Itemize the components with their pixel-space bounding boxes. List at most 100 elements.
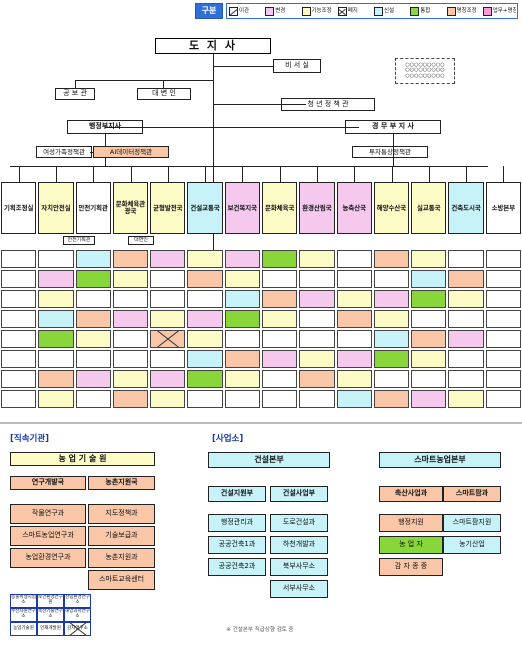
bottom-grid-cell: 해양과학연구소 [64, 608, 91, 622]
division-cell [262, 310, 298, 328]
division-cell [38, 370, 74, 388]
bureau-box: 실교통국 [411, 182, 447, 234]
division-cell [1, 270, 37, 288]
legend-swatch [410, 7, 420, 16]
division-cell [75, 290, 111, 308]
biz-left-item: 공공건축1과 [208, 536, 266, 554]
division-cell [411, 390, 447, 408]
division-cell [373, 370, 410, 388]
vice-econ-box: 경 무 부 지 사 [345, 120, 441, 134]
legend-label: 통합 [420, 7, 431, 14]
bureau-box: 농축산국 [336, 182, 372, 234]
division-cell [373, 270, 410, 288]
division-cell [411, 270, 447, 288]
division-cell [75, 390, 111, 408]
division-cell [1, 330, 37, 348]
division-cell [224, 290, 260, 308]
bureau-box: 건설교통국 [187, 182, 223, 234]
division-cell [224, 310, 260, 328]
division-cell [299, 290, 335, 308]
division-cell [1, 350, 37, 368]
bottom-grid-cell: 농업기술원 [10, 622, 37, 636]
division-cell [336, 310, 372, 328]
division-cell [411, 330, 447, 348]
division-cell [448, 270, 484, 288]
bureau-box: 건축도시국 [448, 182, 484, 234]
bureau-box: 해양수산국 [373, 182, 410, 234]
legend-swatch [265, 7, 275, 16]
legend-label: 이관 [239, 7, 250, 14]
biz-left-item: 공공건축2과 [208, 558, 266, 576]
division-cell [448, 290, 484, 308]
division-cell [299, 270, 335, 288]
division-cell [336, 350, 372, 368]
division-cell [38, 270, 74, 288]
division-cell [373, 310, 410, 328]
mini-label-spokesman: 대변인 [128, 236, 154, 245]
division-cell [485, 330, 521, 348]
division-cell [262, 250, 298, 268]
division-cell [411, 370, 447, 388]
division-cell [150, 370, 186, 388]
legend-swatch [229, 7, 238, 16]
division-cell [1, 250, 37, 268]
division-cell [112, 290, 149, 308]
division-cell [187, 330, 223, 348]
bottom-grid-cell: 인재개발원 [37, 622, 64, 636]
division-cell [299, 250, 335, 268]
division-cell [187, 350, 223, 368]
division-cell [336, 390, 372, 408]
legend-title: 구분 [195, 3, 223, 19]
bottom-grid-cell: 수산자원연구소 [10, 608, 37, 622]
division-cell [38, 350, 74, 368]
division-cell [75, 330, 111, 348]
legend-label: 신설 [384, 7, 395, 14]
division-cell [299, 370, 335, 388]
division-cell [150, 330, 186, 348]
direct-right-item: 기술보급과 [88, 526, 155, 546]
direct-head: 농 업 기 술 원 [10, 452, 155, 466]
division-cell [373, 390, 410, 408]
division-cell [1, 290, 37, 308]
direct-left-item: 농업환경연구과 [10, 548, 86, 568]
direct-right-item: 스마트교육센터 [88, 570, 155, 590]
biz-right-item: 도로건설과 [270, 514, 328, 532]
division-cell [38, 390, 74, 408]
division-cell [150, 270, 186, 288]
biz-right-item: 서부사무소 [270, 580, 328, 598]
division-cell [224, 270, 260, 288]
division-cell [187, 390, 223, 408]
bureau-box: 환경산림국 [299, 182, 335, 234]
division-cell [262, 390, 298, 408]
division-cell [448, 390, 484, 408]
division-cell [411, 310, 447, 328]
division-cell [299, 310, 335, 328]
women-policy-box: 여성가족정책관 [36, 146, 92, 158]
bureau-box: 안전기획관 [75, 182, 111, 234]
division-cell [150, 250, 186, 268]
legend-label: 명칭조정 [456, 7, 477, 14]
footnote: ※ 건설본부 직급상향 검토 중 [226, 627, 294, 634]
smart-left-item: 행정지원 [379, 514, 443, 532]
division-cell [336, 250, 372, 268]
division-cell [187, 310, 223, 328]
division-cell [187, 250, 223, 268]
division-cell [373, 290, 410, 308]
division-cell [373, 250, 410, 268]
smart-right-item: 농기산업 [443, 536, 501, 554]
direct-left-item: 스마트농업연구과 [10, 526, 86, 546]
division-cell [485, 350, 521, 368]
legend-swatch [337, 7, 347, 16]
division-cell [224, 390, 260, 408]
division-cell [150, 290, 186, 308]
biz-head: 건설본부 [208, 452, 330, 468]
business-section-title: [사업소] [212, 434, 244, 444]
smart-sub-2: 스마트팜과 [443, 486, 501, 502]
division-cell [373, 350, 410, 368]
division-cell [224, 370, 260, 388]
division-cell [187, 270, 223, 288]
smart-head: 스마트농업본부 [379, 452, 501, 468]
division-cell [262, 330, 298, 348]
division-cell [112, 350, 149, 368]
